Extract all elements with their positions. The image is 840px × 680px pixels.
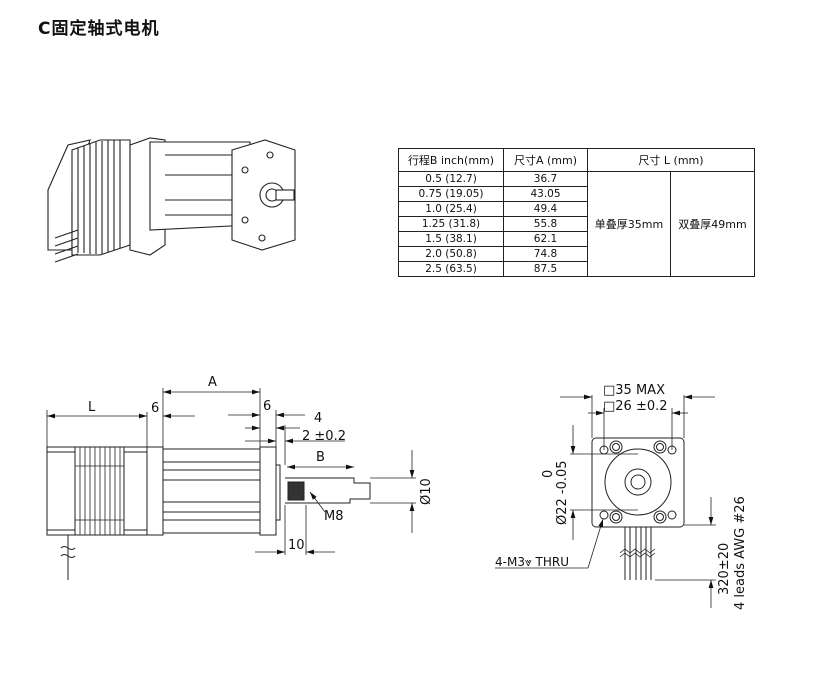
dim-10: 10 (288, 538, 305, 553)
spec-table: 行程B inch(mm) 尺寸A (mm) 尺寸 L (mm) 0.5 (12.… (398, 148, 755, 277)
stroke-cell: 1.0 (25.4) (398, 201, 504, 217)
a-cell: 87.5 (503, 261, 588, 277)
dim-6-left: 6 (151, 401, 159, 416)
stroke-cell: 0.75 (19.05) (398, 186, 504, 202)
dim-dia10: Ø10 (419, 478, 434, 505)
page-title: C固定轴式电机 (38, 19, 160, 39)
dim-L: L (88, 400, 96, 415)
dim-dia22-upper: 0 (541, 470, 556, 478)
lead-length: 320±20 (717, 543, 732, 595)
table-row: 1.0 (25.4)49.4 (398, 201, 755, 217)
dim-A: A (208, 375, 217, 390)
l-single-cell: 单叠厚35mm (587, 171, 671, 277)
dim-6-right: 6 (263, 399, 271, 414)
side-view-drawing (46, 446, 371, 580)
dim-2-tol: 2 ±0.2 (302, 429, 346, 444)
dim-B: B (316, 450, 325, 465)
header-stroke: 行程B inch(mm) (398, 148, 504, 172)
lamination-stack (71, 139, 131, 256)
thread-M8: M8 (324, 509, 344, 524)
table-row: 2.5 (63.5)87.5 (398, 261, 755, 277)
header-l: 尺寸 L (mm) (587, 148, 755, 172)
mounting-holes-note: 4-M3⩔ THRU (495, 555, 569, 569)
stroke-cell: 2.5 (63.5) (398, 261, 504, 277)
stroke-cell: 1.5 (38.1) (398, 231, 504, 247)
front-view-dimensions (495, 394, 716, 608)
front-view-labels: □35 MAX □26 ±0.2 Ø22 -0.05 0 4-M3⩔ THRU … (495, 383, 748, 610)
dim-square-26: □26 ±0.2 (603, 399, 668, 414)
lead-spec: 4 leads AWG #26 (733, 496, 748, 610)
table-row: 0.75 (19.05)43.05 (398, 186, 755, 202)
dim-4: 4 (314, 411, 322, 426)
motor-isometric-illustration (47, 137, 296, 263)
dim-dia22: Ø22 -0.05 (555, 460, 570, 525)
l-double-cell: 双叠厚49mm (670, 171, 755, 277)
side-view-labels: L 6 A 6 4 2 ±0.2 B Ø10 M8 10 (88, 375, 434, 553)
front-view-drawing (591, 437, 685, 580)
dim-square-35: □35 MAX (603, 383, 665, 398)
table-row: 0.5 (12.7) 36.7 单叠厚35mm 双叠厚49mm (398, 171, 755, 277)
side-view-dimensions (46, 388, 416, 555)
a-cell: 49.4 (503, 201, 588, 217)
